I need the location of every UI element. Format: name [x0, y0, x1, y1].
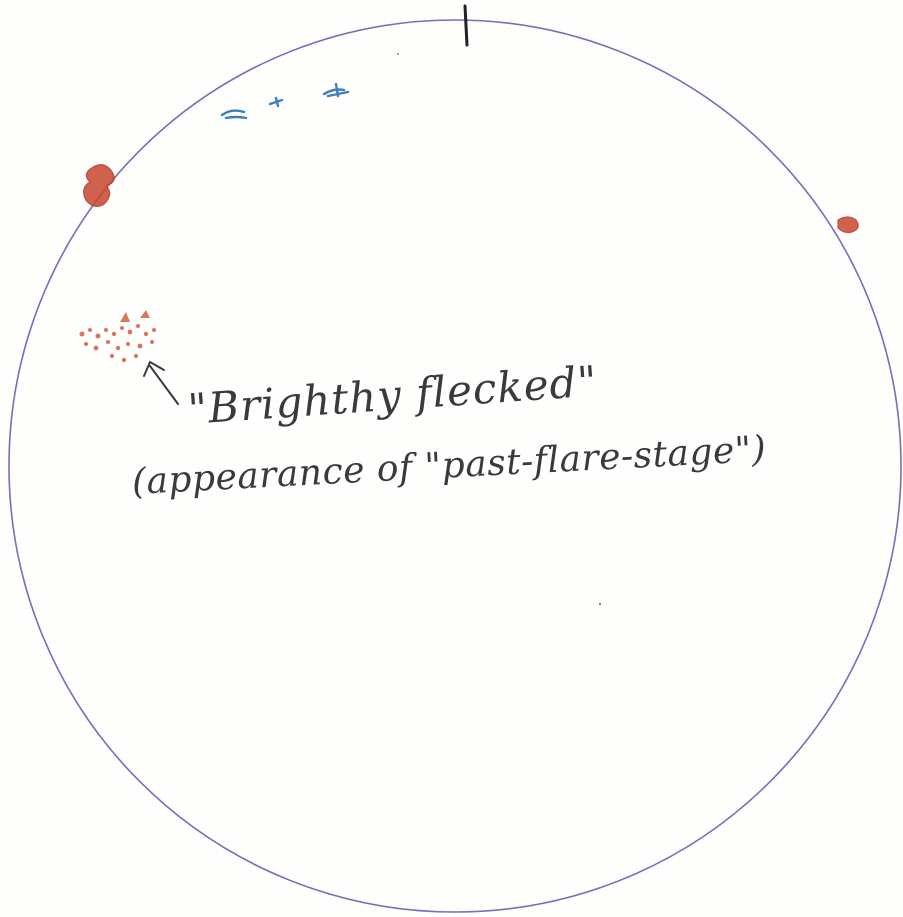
pointer-arrow — [144, 362, 178, 404]
left-limb-red-prominence — [84, 165, 114, 206]
blue-filament-marks — [222, 84, 348, 118]
pencil-specks — [397, 53, 601, 605]
top-tick-mark — [465, 6, 467, 45]
right-limb-red-prominence — [838, 217, 858, 233]
red-plage-cluster — [80, 310, 157, 362]
